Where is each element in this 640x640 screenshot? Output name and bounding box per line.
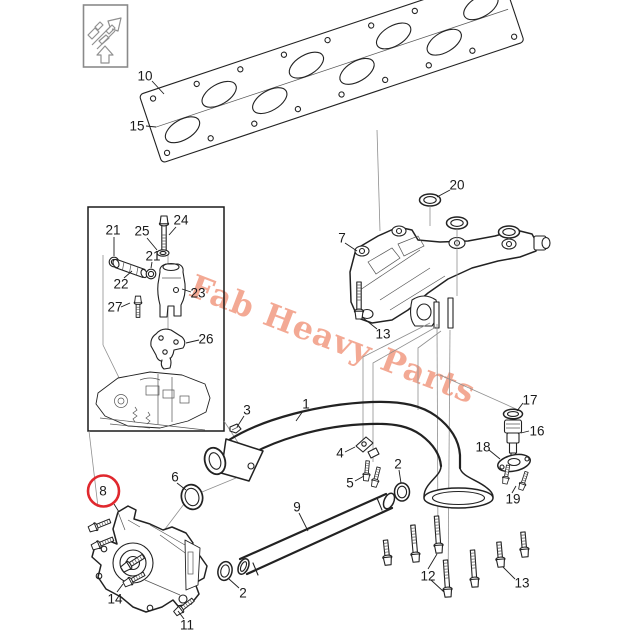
callout-22: 22 (113, 276, 129, 292)
bolt-cluster (380, 515, 531, 598)
callout-12: 12 (420, 568, 436, 584)
callout-16: 16 (529, 423, 545, 439)
orientation-thumbnail (82, 4, 129, 68)
pump-bolt-a (87, 516, 113, 534)
flange-18 (497, 453, 531, 473)
leader-lines (113, 80, 530, 620)
callout-23: 23 (190, 285, 206, 301)
callout-5: 5 (346, 475, 354, 491)
bolt-24 (158, 215, 170, 254)
clip-3 (229, 423, 242, 434)
oil-pan-adapter (349, 225, 551, 329)
bolt-5b (369, 466, 383, 489)
callout-13b: 13 (514, 575, 530, 591)
o-ring-2b (217, 560, 233, 582)
oil-jet-subassembly-box (87, 206, 225, 432)
bolt-19b (517, 470, 531, 492)
bolt-5a (361, 460, 372, 482)
callout-2b: 2 (239, 585, 247, 601)
callout-3: 3 (243, 402, 251, 418)
callout-11: 11 (179, 617, 195, 633)
pan-gasket (139, 0, 524, 163)
callout-15: 15 (129, 118, 145, 134)
callout-19: 19 (505, 491, 521, 507)
o-ring-6 (180, 483, 204, 511)
callout-9: 9 (293, 499, 301, 515)
callout-13a: 13 (375, 326, 391, 342)
callout-18: 18 (475, 439, 491, 455)
engine-block-sketch (95, 371, 211, 431)
callout-7: 7 (338, 230, 346, 246)
callout-6: 6 (171, 469, 179, 485)
callout-8-highlighted: 8 (99, 483, 107, 499)
callout-26: 26 (198, 331, 214, 347)
oil-jet-valve-23 (157, 262, 186, 318)
tube-22 (112, 258, 148, 279)
o-ring-2a (393, 482, 411, 502)
callout-20: 20 (449, 177, 465, 193)
callout-24: 24 (173, 212, 189, 228)
callout-14: 14 (107, 591, 123, 607)
o-ring-21b (145, 268, 157, 280)
callout-21b: 21 (145, 248, 161, 264)
pipe-flange (203, 438, 264, 482)
callout-17: 17 (522, 392, 538, 408)
relief-valve-assembly (497, 408, 531, 492)
up-arrow-icon (87, 17, 122, 64)
callout-2a: 2 (394, 456, 402, 472)
pipe-clamp-4 (355, 436, 380, 459)
callout-21a: 21 (105, 222, 121, 238)
bolt-27 (133, 295, 143, 318)
seal-17 (502, 408, 524, 420)
callout-27: 27 (107, 299, 123, 315)
seal-rings-20 (418, 193, 521, 296)
washer-25 (156, 249, 170, 257)
callout-4: 4 (336, 445, 344, 461)
valve-16 (503, 419, 523, 462)
bracket-26 (150, 328, 186, 370)
oil-pump (87, 505, 208, 618)
callout-10: 10 (137, 68, 153, 84)
oil-tube-9 (237, 492, 396, 576)
callout-1: 1 (302, 396, 310, 412)
highlight-circle (86, 474, 121, 508)
suction-pipe (203, 400, 494, 509)
callout-25: 25 (134, 223, 150, 239)
